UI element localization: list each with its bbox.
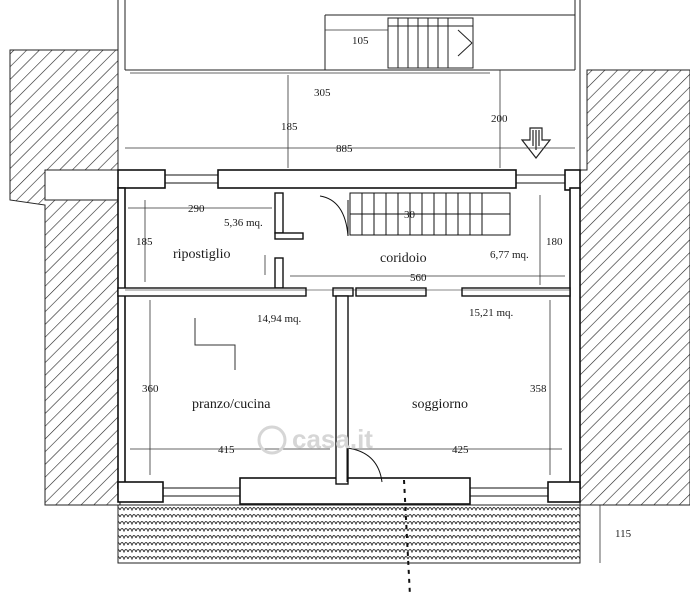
tiled-balcony (117, 504, 601, 564)
room-name-ripostiglio: ripostiglio (173, 247, 231, 262)
windows (163, 174, 565, 497)
room-area-corridoio: 6,77 mq. (490, 249, 529, 261)
room-area-pranzo: 14,94 mq. (257, 313, 302, 325)
section-line (403, 479, 411, 597)
dim-885: 885 (336, 143, 353, 155)
terrace-dimensions (125, 29, 575, 168)
right-hatched-wall (579, 69, 690, 506)
dim-185-rip: 185 (136, 236, 153, 248)
building-walls (117, 169, 581, 505)
dim-360: 360 (142, 383, 159, 395)
entrance-arrow-icon (520, 127, 552, 159)
dim-560: 560 (410, 272, 427, 284)
dim-30: 30 (404, 209, 416, 221)
dim-185-terrace: 185 (281, 121, 298, 133)
dim-358: 358 (530, 383, 547, 395)
interior-walls (117, 192, 571, 485)
upper-staircase (387, 17, 474, 69)
room-area-ripostiglio: 5,36 mq. (224, 217, 263, 229)
dim-115: 115 (615, 528, 632, 540)
dim-105: 105 (352, 35, 369, 47)
door-swing (319, 195, 383, 483)
dim-415: 415 (218, 444, 235, 456)
dim-290: 290 (188, 203, 205, 215)
interior-dimensions (128, 195, 565, 475)
watermark-logo: casa.it (257, 424, 373, 455)
left-hatched-wall (9, 49, 121, 506)
room-name-soggiorno: soggiorno (412, 397, 468, 412)
interior-staircase (349, 192, 511, 236)
dim-305: 305 (314, 87, 331, 99)
room-name-corridoio: coridoio (380, 251, 427, 266)
dim-200: 200 (491, 113, 508, 125)
room-name-pranzo: pranzo/cucina (192, 397, 271, 412)
room-area-soggiorno: 15,21 mq. (469, 307, 514, 319)
dim-425: 425 (452, 444, 469, 456)
dim-180: 180 (546, 236, 563, 248)
kitchen-mark (194, 318, 236, 370)
watermark: casa.it (292, 424, 373, 454)
